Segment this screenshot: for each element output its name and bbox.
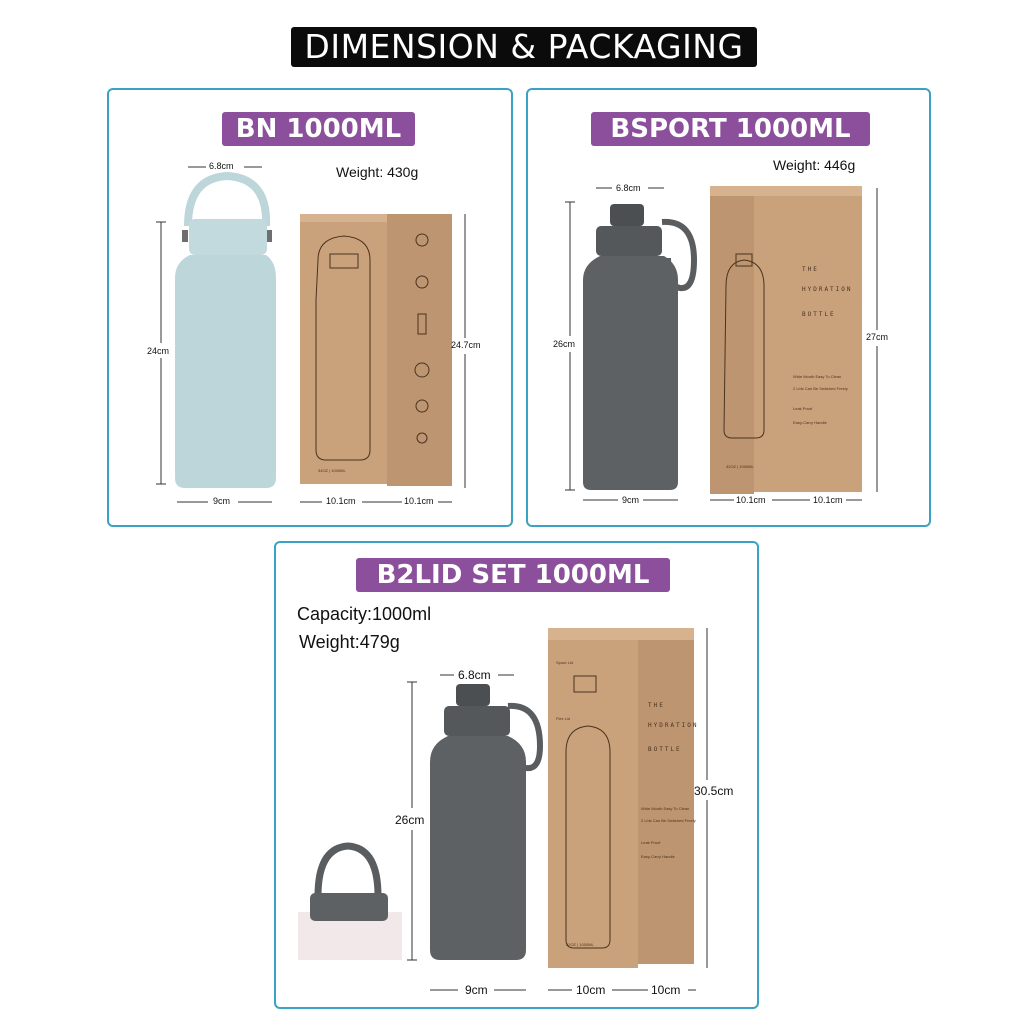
dim-box-height-b2lid: 30.5cm <box>694 784 734 798</box>
box-feature-3-b2lid: Leak Proof <box>641 840 661 845</box>
dim-height-b2lid: 26cm <box>395 813 425 827</box>
weight-bsport: Weight: 446g <box>773 157 856 173</box>
box-feature-2-b2lid: 2 Lids Can Be Switched Freely <box>641 818 696 823</box>
dim-base-bn: 9cm <box>213 496 231 506</box>
box-line1-b2lid: THE <box>648 702 665 709</box>
dim-height-bn: 24cm <box>147 346 170 356</box>
weight-bn: Weight: 430g <box>336 164 419 180</box>
dim-lid-b2lid: 6.8cm <box>458 668 491 682</box>
dim-box-w1-bn: 10.1cm <box>326 496 356 506</box>
box-size-bsport: 32OZ | 1000ML <box>726 464 754 469</box>
box-size-bn: 34OZ | 1000ML <box>318 468 346 473</box>
product-label-b2lid: B2LID SET 1000ML <box>356 558 670 592</box>
box-lid2-b2lid: Flex Lid <box>556 716 571 721</box>
product-label-bsport: BSPORT 1000ML <box>591 112 870 146</box>
box-line2-bsport: HYDRATION <box>802 286 853 293</box>
box-feature-3-bsport: Leak Proof <box>793 406 813 411</box>
product-label-bn: BN 1000ML <box>222 112 415 146</box>
capacity-b2lid: Capacity:1000ml <box>297 604 432 624</box>
box-line3-b2lid: BOTTLE <box>648 746 682 753</box>
weight-b2lid: Weight:479g <box>299 632 400 652</box>
dim-box-height-bn: 24.7cm <box>451 340 481 350</box>
dim-box-w2-b2lid: 10cm <box>651 983 681 997</box>
dim-box-w1-bsport: 10.1cm <box>736 495 766 505</box>
dim-lid-bn: 6.8cm <box>209 161 234 171</box>
box-line1-bsport: THE <box>802 266 819 273</box>
dim-base-bsport: 9cm <box>622 495 640 505</box>
box-feature-4-b2lid: Easy-Carry Handle <box>641 854 675 859</box>
box-feature-1-b2lid: Wide Mouth Easy To Clean <box>641 806 690 811</box>
dim-box-w2-bsport: 10.1cm <box>813 495 843 505</box>
box-feature-1-bsport: Wide Mouth Easy To Clean <box>793 374 842 379</box>
dim-box-height-bsport: 27cm <box>866 332 889 342</box>
dim-height-bsport: 26cm <box>553 339 576 349</box>
dim-box-w1-b2lid: 10cm <box>576 983 606 997</box>
box-line2-b2lid: HYDRATION <box>648 722 699 729</box>
box-line3-bsport: BOTTLE <box>802 311 836 318</box>
box-lid1-b2lid: Spout Lid <box>556 660 573 665</box>
dim-box-w2-bn: 10.1cm <box>404 496 434 506</box>
box-feature-4-bsport: Easy-Carry Handle <box>793 420 827 425</box>
dim-lid-bsport: 6.8cm <box>616 183 641 193</box>
page-title: DIMENSION & PACKAGING <box>291 27 757 67</box>
box-size-b2lid: 32OZ | 1000ML <box>566 942 594 947</box>
dim-base-b2lid: 9cm <box>465 983 488 997</box>
box-feature-2-bsport: 2 Lids Can Be Switched Freely <box>793 386 848 391</box>
